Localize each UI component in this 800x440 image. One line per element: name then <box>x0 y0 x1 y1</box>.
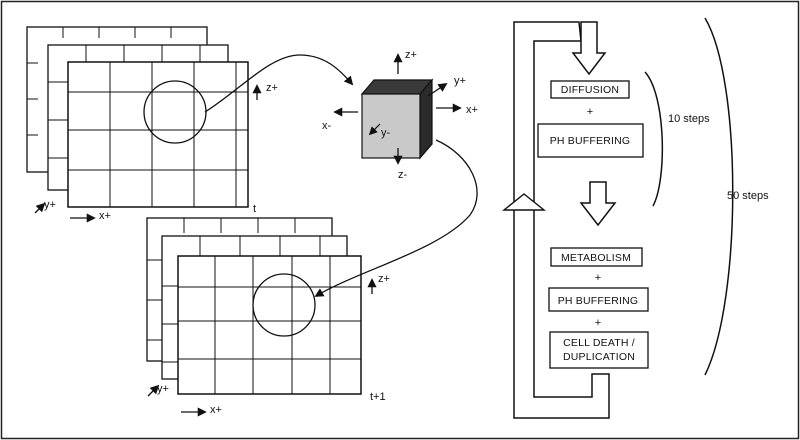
outer-loop-brace <box>704 17 734 376</box>
cell-death-box <box>549 331 649 369</box>
metabolism-box <box>550 247 643 267</box>
cell-death-label-line2: DUPLICATION <box>563 351 635 363</box>
ph-buffering-label: PH BUFFERING <box>558 295 639 307</box>
inner-loop-label: 10 steps <box>668 113 710 125</box>
cube-z-minus-label: z- <box>398 169 408 181</box>
cube-y-plus-label: y+ <box>454 75 466 87</box>
x-axis-label: x+ <box>99 210 111 222</box>
arrow-cube-to-grid <box>314 139 478 297</box>
outer-loop-band <box>513 21 610 419</box>
y-axis-label: y+ <box>44 199 56 211</box>
plus-sign: + <box>587 106 593 118</box>
diffusion-box <box>550 80 630 99</box>
ph-buffering-box <box>548 287 649 312</box>
cube-y-minus-arrow <box>368 123 381 136</box>
y-axis-arrow <box>34 202 46 214</box>
diffusion-label: DIFFUSION <box>561 84 619 96</box>
entry-arrow <box>571 21 607 76</box>
z-axis-label: z+ <box>378 273 390 285</box>
grid-stack-bottom: z+ x+ y+ t+1 <box>146 217 390 417</box>
cell-death-label-line1: CELL DEATH / <box>563 337 635 349</box>
arrow-grid-to-cube <box>204 54 354 113</box>
grid-cell-highlight-circle <box>252 273 316 337</box>
metabolism-label: METABOLISM <box>561 252 631 264</box>
grid-sheet-front <box>67 61 249 208</box>
time-label-t: t <box>253 203 256 215</box>
cube-y-minus-label: y- <box>381 127 391 139</box>
y-axis-arrow <box>147 384 160 397</box>
x-axis-label: x+ <box>210 404 222 416</box>
step-arrow <box>579 181 617 227</box>
ph-buffering-label: PH BUFFERING <box>550 135 631 147</box>
cube-side-face <box>419 78 433 160</box>
cube-x-minus-label: x- <box>322 120 332 132</box>
simulation-flowchart: DIFFUSION + PH BUFFERING METABOLISM + PH… <box>502 17 769 419</box>
plus-sign: + <box>595 272 601 284</box>
loop-return-arrow <box>502 193 546 211</box>
plus-sign: + <box>595 317 601 329</box>
cube-z-plus-label: z+ <box>405 49 417 61</box>
voxel-cube: z+ z- x+ x- y+ y- <box>322 49 478 181</box>
cube-front-face <box>361 93 421 159</box>
outer-loop-label: 50 steps <box>727 190 769 202</box>
time-label-t-plus-1: t+1 <box>370 391 386 403</box>
grid-stack-top: z+ x+ y+ t <box>26 26 278 223</box>
z-axis-label: z+ <box>266 82 278 94</box>
ph-buffering-box <box>537 123 644 158</box>
cube-x-plus-label: x+ <box>466 104 478 116</box>
grid-sheet-front <box>177 255 362 395</box>
inner-loop-brace <box>644 71 664 207</box>
y-axis-label: y+ <box>157 383 169 395</box>
cube-y-plus-arrow <box>427 82 448 97</box>
